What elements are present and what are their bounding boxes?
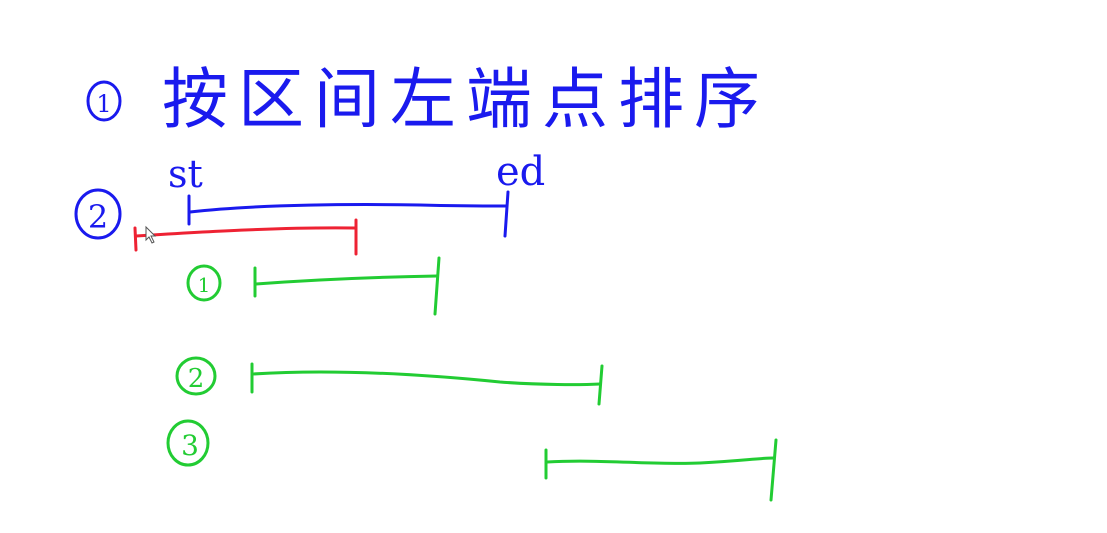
mouse-pointer-icon (145, 225, 157, 244)
step-1-text: 按区间左端点排序 (162, 61, 770, 138)
case-3-interval (544, 438, 778, 502)
case-3-number: 3 (181, 429, 199, 462)
current-interval (187, 190, 510, 238)
case-1-right-tick (433, 256, 441, 316)
case-3-circled-number: 3 (166, 419, 210, 467)
previous-interval-left-tick (133, 226, 138, 252)
case-2-interval (250, 362, 604, 406)
current-interval-right-tick (503, 190, 510, 238)
step-2-circled-number: 2 (74, 188, 122, 240)
step-2: 2 st ed (74, 149, 545, 256)
case-1-circled-number: 1 (186, 264, 222, 302)
case-2-number: 2 (188, 364, 205, 394)
current-interval-line (188, 203, 508, 214)
previous-interval (133, 218, 358, 256)
case-1-line (254, 274, 439, 286)
case-3: 3 (166, 419, 778, 502)
step-1-number: 1 (96, 90, 111, 118)
case-2-line (251, 370, 602, 387)
previous-interval-line (134, 226, 357, 238)
case-3-line (545, 456, 776, 465)
step-1-circled-number: 1 (86, 80, 122, 122)
end-label: ed (496, 149, 545, 195)
step-1: 1 按区间左端点排序 (86, 61, 770, 138)
case-1: 1 (186, 256, 441, 316)
case-3-right-tick (769, 438, 778, 502)
case-2-right-tick (597, 364, 604, 406)
case-1-number: 1 (198, 273, 211, 297)
step-2-number: 2 (88, 198, 108, 236)
case-2: 2 (175, 356, 604, 406)
case-1-interval (253, 256, 441, 316)
start-label: st (168, 152, 203, 196)
case-2-circled-number: 2 (175, 356, 217, 396)
